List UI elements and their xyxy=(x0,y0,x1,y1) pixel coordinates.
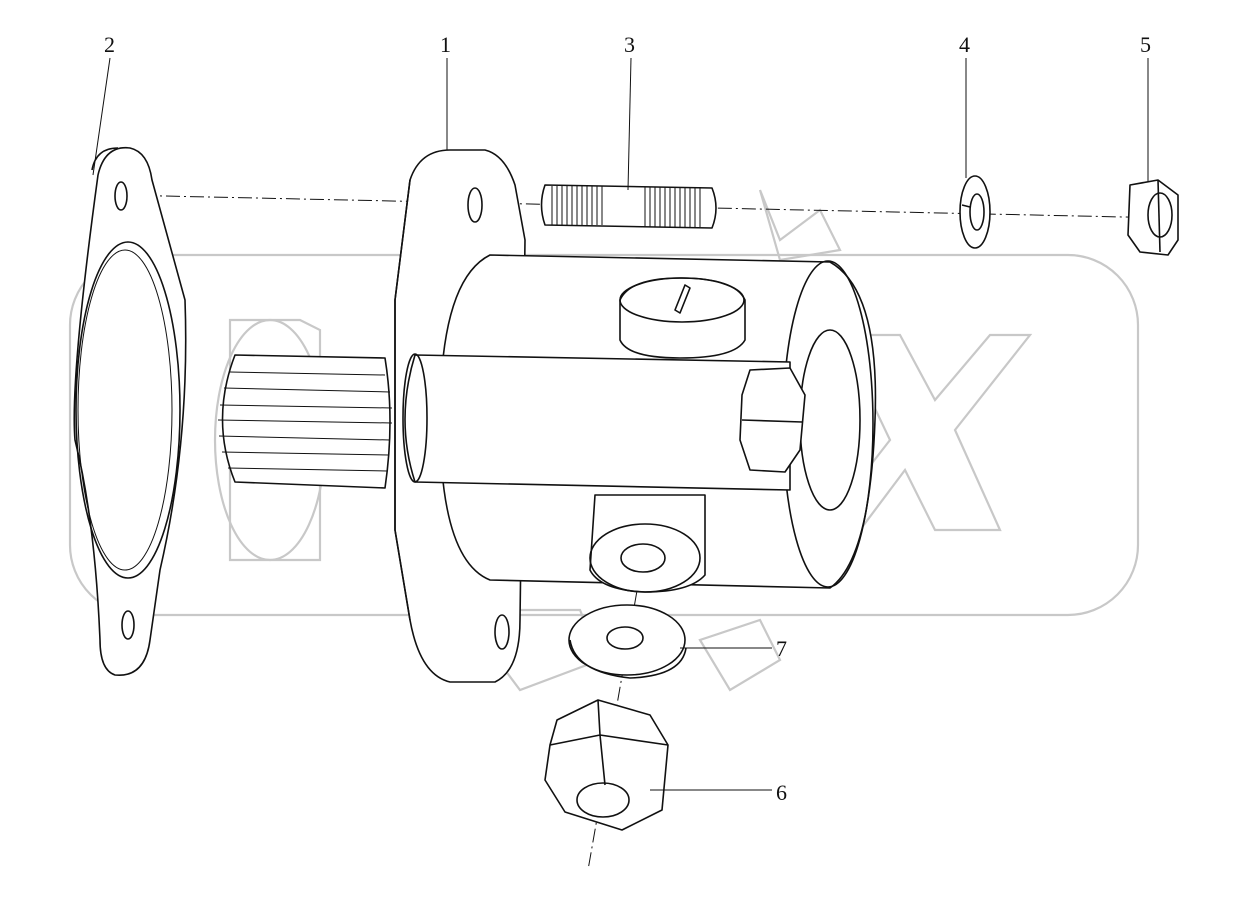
hex-nut-edge xyxy=(1157,179,1161,253)
leader-line-2 xyxy=(92,57,111,176)
centerline-horizontal xyxy=(117,194,1171,219)
stud-threads xyxy=(551,186,701,227)
gasket-center-opening xyxy=(75,241,181,579)
bottom-port-face xyxy=(589,523,701,593)
lock-washer-part-4 xyxy=(959,175,991,249)
hex-fitting-part-6 xyxy=(544,699,669,831)
top-plug-cap xyxy=(619,277,745,323)
flange-side xyxy=(394,179,411,621)
shaft-boss-end xyxy=(402,353,428,483)
flat-washer-thickness xyxy=(569,639,687,679)
part-label-5: 5 xyxy=(1140,32,1151,57)
boss-hex-nut xyxy=(739,367,806,473)
part-label-3: 3 xyxy=(624,32,635,57)
hex-fitting-facets xyxy=(549,699,669,786)
hex-nut-part-5 xyxy=(1127,179,1179,256)
gasket-hole-bottom xyxy=(121,610,135,640)
flat-washer-hole xyxy=(606,626,644,650)
gasket-outline xyxy=(73,146,187,676)
part-label-7: 7 xyxy=(776,636,787,661)
stud-body xyxy=(540,184,717,229)
flat-washer-part-7 xyxy=(568,604,687,679)
lock-washer-outer xyxy=(959,175,991,249)
boss-hex-edge xyxy=(741,419,803,423)
watermark-gear-tooth-bottom xyxy=(698,618,782,692)
top-plug-slot xyxy=(674,284,691,314)
hex-fitting-body xyxy=(544,699,669,831)
hex-fitting-bore xyxy=(576,782,630,818)
lock-washer-inner xyxy=(969,193,985,231)
part-label-6: 6 xyxy=(776,780,787,805)
part-label-1: 1 xyxy=(440,32,451,57)
shaft-boss xyxy=(404,354,791,491)
flat-washer-outer xyxy=(568,604,686,676)
stud-part-3 xyxy=(540,184,717,229)
lock-washer-split xyxy=(961,204,971,208)
flange-hole-bottom xyxy=(494,614,510,650)
watermark-gear-tooth-top xyxy=(758,189,842,262)
gasket-edge xyxy=(91,147,119,171)
part-label-2: 2 xyxy=(104,32,115,57)
flange-hole-top xyxy=(467,187,483,223)
gasket-opening-inner xyxy=(77,249,173,571)
spline-teeth xyxy=(217,371,393,472)
gasket-part-2 xyxy=(73,146,187,676)
bottom-port-hole xyxy=(620,543,666,573)
gasket-hole-top xyxy=(114,181,128,211)
part-label-4: 4 xyxy=(959,32,970,57)
leader-line-3 xyxy=(627,57,632,191)
hex-nut-face xyxy=(1147,192,1173,238)
hex-nut-body xyxy=(1127,179,1179,256)
pump-body-part-1 xyxy=(217,149,877,683)
